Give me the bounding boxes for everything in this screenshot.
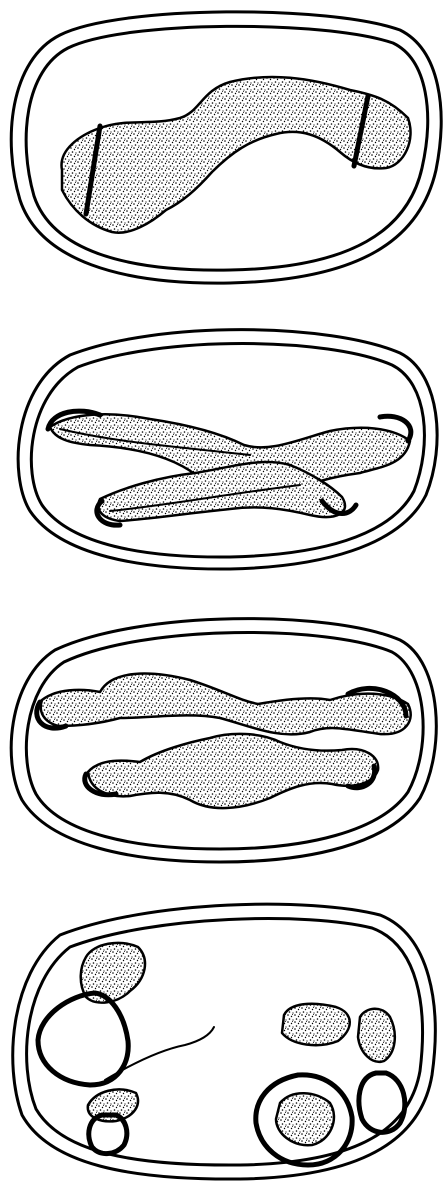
panel-stage-1-drawing <box>0 0 444 290</box>
body-right-small <box>358 1009 395 1062</box>
panel-stage-4 <box>0 895 444 1183</box>
panel-stage-2-drawing <box>0 315 444 575</box>
spore-body-lower <box>88 734 378 808</box>
panel-stage-3-drawing <box>0 600 444 865</box>
panel-stage-3 <box>0 600 444 865</box>
panel-stage-1 <box>0 0 444 290</box>
spore-body-upper <box>41 674 411 735</box>
ring-right-small <box>359 1073 405 1132</box>
ring-left-large <box>38 993 128 1085</box>
body-in-ring <box>276 1093 334 1145</box>
body-right-upper <box>282 1004 350 1045</box>
panel-stage-2 <box>0 315 444 575</box>
panel-stage-4-drawing <box>0 895 444 1183</box>
